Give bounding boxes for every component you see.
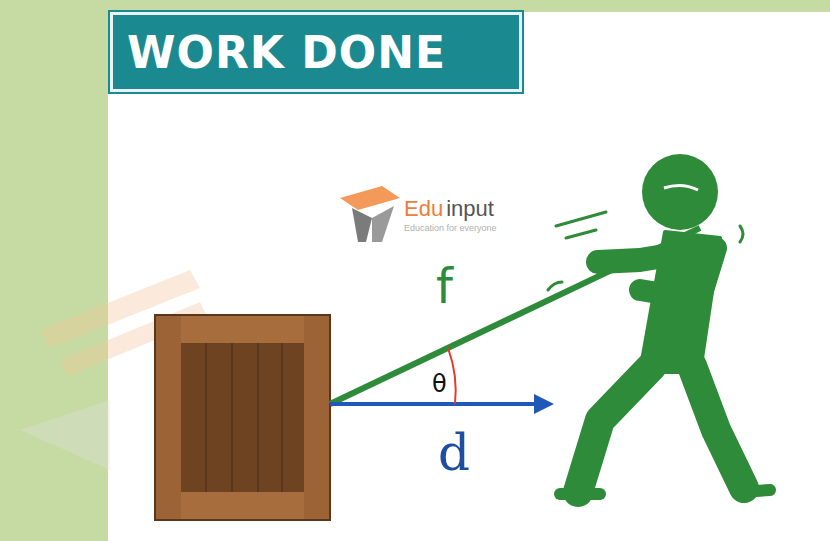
logo-text: Edu (404, 198, 443, 220)
displacement-arrow (330, 402, 538, 406)
force-label: f (436, 262, 453, 310)
displacement-label: d (438, 428, 470, 478)
wooden-crate (155, 315, 330, 520)
logo-mark (340, 186, 400, 242)
title-banner: WORK DONE (110, 12, 522, 92)
logo-tagline: Education for everyone (404, 224, 497, 233)
angle-label: θ (432, 372, 447, 396)
face-line (664, 185, 698, 190)
motion-lines (548, 212, 743, 290)
pulling-man (560, 154, 770, 494)
arrow-head (534, 394, 554, 414)
angle-arc (448, 348, 456, 404)
logo-text: input (446, 198, 494, 220)
title-text: WORK DONE (127, 27, 446, 78)
